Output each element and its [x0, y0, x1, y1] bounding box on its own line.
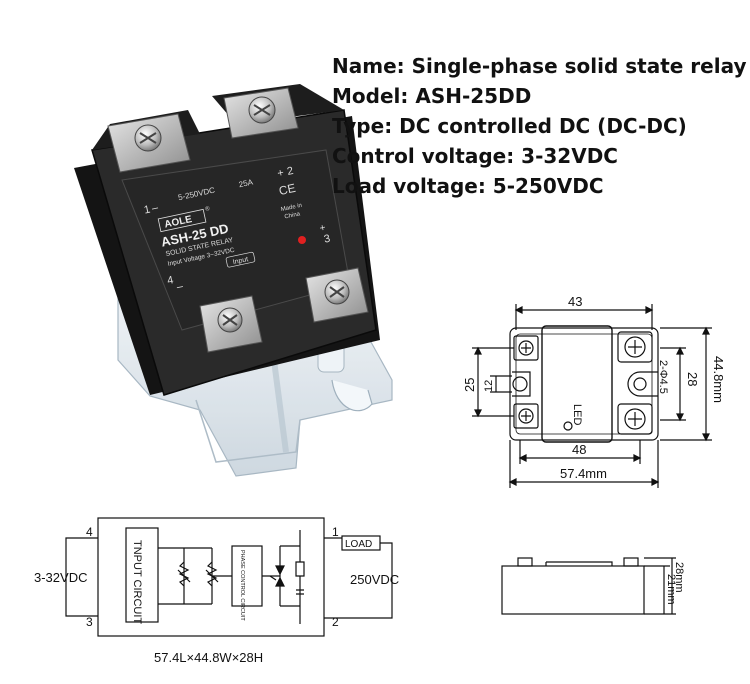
photo-terminal-4: 4	[166, 274, 174, 287]
spec-load-voltage: Load voltage: 5-250VDC	[332, 174, 604, 198]
circuit-control-voltage: 3-32VDC	[34, 570, 87, 585]
circuit-input-block-label: TNPUT CIRCUIT	[131, 540, 143, 624]
terminal-4	[199, 295, 263, 353]
photo-sign-1: –	[151, 202, 160, 215]
side-labels: 28mm 21mm	[665, 562, 685, 605]
spec-type: Type: DC controlled DC (DC-DC)	[332, 114, 687, 138]
spec-control-voltage: Control voltage: 3-32VDC	[332, 144, 618, 168]
photo-made-in: Made in	[280, 203, 302, 213]
photo-terminal-2: 2	[286, 165, 294, 178]
dim-led-label: LED	[571, 404, 583, 425]
dim-center-height: 12	[483, 380, 495, 392]
dimension-drawing-front	[472, 304, 712, 488]
dimension-labels: 43 28 44.8mm 25 12 2-Φ4.5 48 57.4mm LED	[462, 294, 726, 481]
led-indicator	[298, 236, 306, 244]
mount-hole-left	[512, 376, 528, 392]
dim-hole-spacing: 48	[572, 442, 586, 457]
dim-25	[472, 347, 514, 417]
input-circuit-block	[125, 527, 159, 623]
photo-registered-mark: ®	[205, 205, 211, 213]
photo-terminal-1: 1	[143, 203, 151, 216]
terminal-2	[223, 87, 299, 139]
dim-28	[660, 347, 686, 421]
relay-photo: 1 – 5-250VDC 25A + 2 CE Made in China AO…	[74, 84, 393, 477]
phase-control-block	[231, 545, 263, 607]
dim-total-height: 44.8mm	[711, 356, 726, 403]
dim-43	[515, 304, 653, 330]
terminal-3	[305, 267, 369, 323]
photo-ce-mark: CE	[278, 181, 297, 198]
circuit-load-label: LOAD	[345, 539, 372, 550]
outline-body	[509, 327, 659, 441]
side-body-height: 21mm	[665, 574, 677, 605]
dim-top-width: 43	[568, 294, 582, 309]
circuit-load-voltage: 250VDC	[350, 572, 399, 587]
dim-44-8	[660, 327, 712, 441]
dim-48	[519, 440, 641, 464]
dim-12	[490, 375, 512, 393]
dim-height-inner: 28	[685, 372, 700, 386]
circuit-pin-2: 2	[332, 615, 339, 629]
dim-total-width: 57.4mm	[560, 466, 607, 481]
spec-model: Model: ASH-25DD	[332, 84, 532, 108]
outline-window	[541, 325, 613, 443]
spec-panel: Name: Single-phase solid state relay Mod…	[332, 51, 747, 201]
cover-notch	[331, 379, 373, 412]
dim-hole: 2-Φ4.5	[657, 360, 669, 394]
terminal-1	[107, 113, 191, 173]
spec-name: Name: Single-phase solid state relay	[332, 54, 747, 78]
photo-country: China	[284, 211, 301, 220]
photo-current: 25A	[238, 177, 254, 189]
input-tag-box	[225, 251, 256, 268]
dim-mount-spacing: 25	[462, 378, 477, 392]
photo-sign-4: –	[176, 280, 185, 293]
side-view	[501, 557, 676, 615]
side-total-height: 28mm	[673, 562, 685, 593]
circuit-pin-3: 3	[86, 615, 93, 629]
circuit-pin-1: 1	[332, 525, 339, 539]
circuit-phase-control-label: PHASE CONTROL CIRCUIT	[239, 550, 245, 621]
brand-box	[157, 208, 207, 233]
side-body	[501, 565, 645, 615]
circuit-size: 57.4L×44.8W×28H	[154, 650, 263, 665]
circuit-labels: 4 3 1 2 3-32VDC 250VDC LOAD TNPUT CIRCUI…	[34, 525, 399, 665]
photo-sign-2: +	[276, 167, 285, 180]
circuit-diagram	[65, 517, 393, 637]
dim-57-4	[509, 440, 659, 488]
photo-input-tag: Input	[232, 256, 249, 266]
circuit-pin-4: 4	[86, 525, 93, 539]
circuit-frame	[97, 517, 325, 637]
photo-sign-3: +	[319, 222, 327, 234]
mount-slot-right	[627, 371, 658, 397]
photo-terminal-3: 3	[323, 233, 331, 246]
